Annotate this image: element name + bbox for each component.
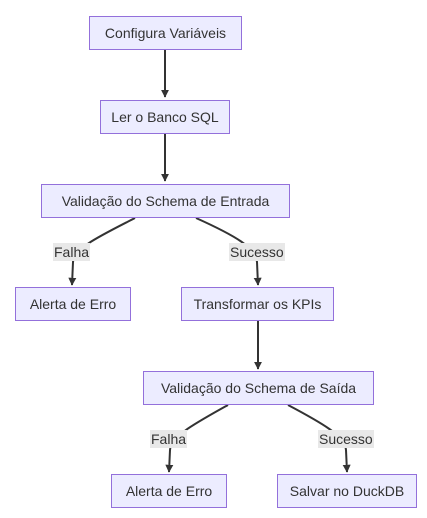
node-configura-variaveis: Configura Variáveis xyxy=(89,16,242,50)
node-validacao-schema-saida: Validação do Schema de Saída xyxy=(143,371,374,405)
node-salvar-duckdb: Salvar no DuckDB xyxy=(277,474,417,508)
node-alerta-erro-1: Alerta de Erro xyxy=(15,287,131,321)
node-validacao-schema-entrada: Validação do Schema de Entrada xyxy=(41,184,290,218)
node-transformar-kpis: Transformar os KPIs xyxy=(181,287,334,321)
node-alerta-erro-2: Alerta de Erro xyxy=(111,474,227,508)
edge-label-falha-2: Falha xyxy=(150,430,188,448)
edge-label-sucesso-2: Sucesso xyxy=(318,430,374,448)
edge-label-falha-1: Falha xyxy=(53,243,91,261)
node-ler-banco-sql: Ler o Banco SQL xyxy=(100,100,230,134)
edge-label-sucesso-1: Sucesso xyxy=(229,243,285,261)
